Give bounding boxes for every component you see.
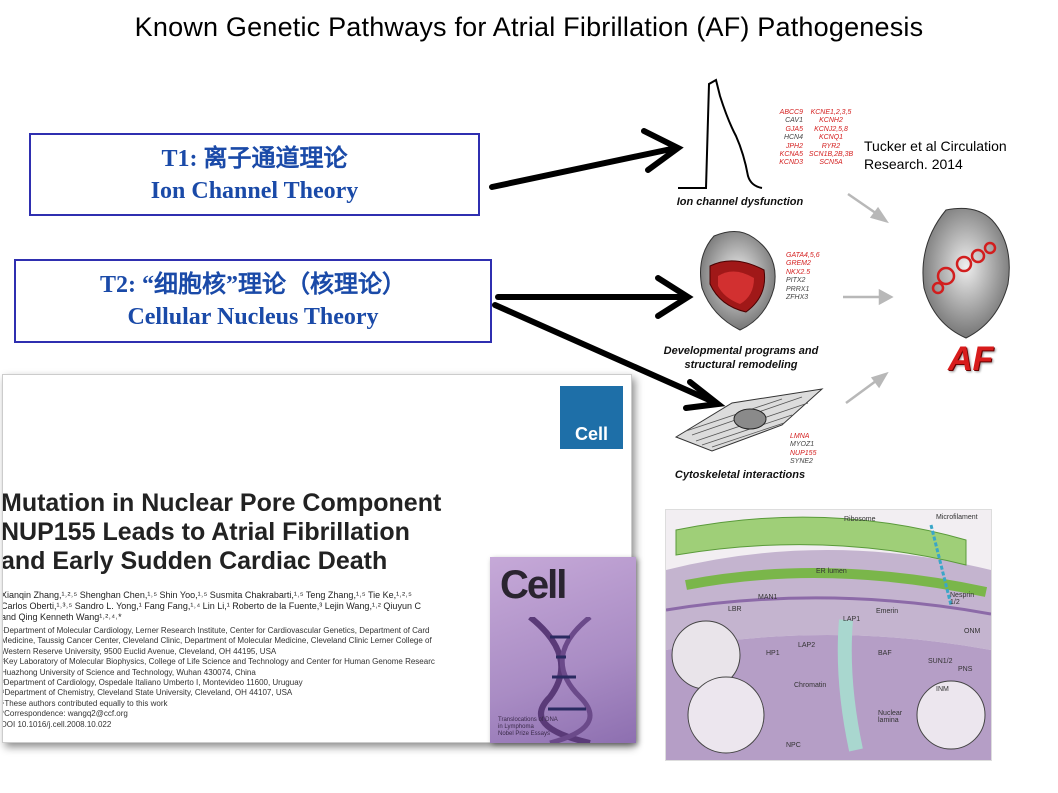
- arrow-t1: [489, 145, 679, 190]
- developmental-genes: GATA4,5,6 GREM2 NKX2.5 PITX2 PRRX1 ZFHX3: [786, 252, 830, 302]
- t1-english-label: Ion Channel Theory: [150, 178, 359, 204]
- diagram-label-12: BAF: [878, 650, 892, 657]
- t2-english-label: Cellular Nucleus Theory: [127, 304, 379, 330]
- dna-helix-illustration: [528, 617, 593, 743]
- text-line: Tucker et al Circulation: [864, 138, 1007, 154]
- text-line: ¹Department of Molecular Cardiology, Ler…: [2, 626, 430, 635]
- text-line: ³Department of Cardiology, Ospedale Ital…: [2, 678, 303, 688]
- text-line: and Early Sudden Cardiac Death: [2, 547, 388, 575]
- cytoskeletal-label: Cytoskeletal interactions: [674, 469, 806, 481]
- text-line: Western Reserve University, 9500 Euclid …: [2, 646, 277, 656]
- ion-channel-genes-col1: ABCC9 CAV1 GJA5 HCN4 JPH2 KCNA5 KCND3: [769, 109, 803, 168]
- text-line: Medicine, Taussig Cancer Center, Clevela…: [2, 636, 432, 646]
- text-line: GJA5: [785, 125, 803, 133]
- text-line: SCN1B,2B,3B: [808, 151, 854, 159]
- citation: Tucker et al Circulation Research. 2014: [864, 137, 1007, 173]
- text-line: Xianqin Zhang,¹˒²˒⁵ Shenghan Chen,¹˒⁵ Sh…: [2, 590, 412, 600]
- ion-channel-dysfunction-label: Ion channel dysfunction: [676, 196, 804, 208]
- text-line: SYNE2: [790, 458, 813, 466]
- text-line: ⁴Department of Chemistry, Cleveland Stat…: [2, 688, 293, 698]
- diagram-label-11: LAP1: [843, 616, 861, 623]
- text-line: HCN4: [783, 134, 803, 142]
- text-line: in Lymphoma: [498, 724, 534, 730]
- diagram-label-17: Nuclear lamina: [878, 710, 903, 724]
- text-line: KCNA5: [779, 151, 803, 159]
- diagram-label-4: Nesprin 1/2: [950, 592, 975, 606]
- cover-logo: Cell: [500, 563, 567, 607]
- diagram-label-10: LAP2: [798, 642, 816, 649]
- diagram-label-9: HP1: [766, 650, 780, 657]
- cover-caption: Translocations of DNA in Lymphoma Nobel …: [498, 717, 558, 738]
- text-line: ⁵These authors contributed equally to th…: [2, 698, 168, 708]
- t2-chinese-label: T2: “细胞核”理论（核理论）: [100, 272, 406, 298]
- diagram-label-7: Emerin: [876, 608, 899, 615]
- paper-affiliations: ¹Department of Molecular Cardiology, Ler…: [2, 626, 631, 730]
- t1-chinese-label: T1: 离子通道理论: [161, 146, 348, 172]
- text-line: Huazhong University of Science and Techn…: [2, 667, 256, 677]
- cell-journal-badge: Cell: [560, 386, 623, 449]
- diagram-label-13: SUN1/2: [928, 658, 953, 665]
- paper-title: Mutation in Nuclear Pore Component NUP15…: [2, 489, 601, 576]
- diagram-label-1: Ribosome: [844, 516, 876, 523]
- diagram-label-15: INM: [936, 686, 949, 693]
- cytoskeletal-genes: LMNA MYOZ1 NUP155 SYNE2: [790, 433, 830, 467]
- text-line: LMNA: [790, 433, 810, 440]
- text-line: Carlos Oberti,¹˒³˒⁵ Sandro L. Yong,¹ Fan…: [2, 601, 421, 611]
- text-line: SCN5A: [819, 159, 843, 167]
- ion-channel-genes-col2: KCNE1,2,3,5 KCNH2 KCNJ2,5,8 KCNQ1 RYR2 S…: [806, 109, 856, 168]
- diagram-label-5: LBR: [728, 606, 742, 613]
- diagram-label-3: ER lumen: [816, 568, 847, 575]
- diagram-label-14: PNS: [958, 666, 973, 673]
- text-line: DOI 10.1016/j.cell.2008.10.022: [2, 719, 112, 729]
- text-line: Developmental programs and: [663, 345, 819, 357]
- text-line: Translocations of DNA: [498, 717, 558, 723]
- diagram-label-6: MAN1: [758, 594, 778, 601]
- text-line: ABCC9: [779, 109, 803, 116]
- developmental-label: Developmental programs and structural re…: [646, 344, 836, 372]
- text-line: JPH2: [785, 142, 803, 150]
- text-line: PITX2: [786, 277, 806, 285]
- text-line: KCND3: [779, 159, 803, 167]
- text-line: KCNH2: [819, 117, 843, 125]
- arrow-t2-cytoskeletal: [492, 302, 719, 406]
- nuclear-envelope-diagram: Ribosome Microfilament ER lumen Nesprin …: [665, 509, 992, 761]
- text-line: Nobel Prize Essays: [498, 731, 551, 737]
- text-line: Research. 2014: [864, 156, 963, 172]
- paper-authors: Xianqin Zhang,¹˒²˒⁵ Shenghan Chen,¹˒⁵ Sh…: [2, 590, 631, 623]
- action-potential-trace: [678, 78, 763, 189]
- af-heart-icon: [922, 207, 1010, 339]
- slide-title: Known Genetic Pathways for Atrial Fibril…: [134, 12, 924, 42]
- text-line: CAV1: [785, 117, 803, 125]
- text-line: RYR2: [821, 142, 841, 150]
- text-line: and Qing Kenneth Wang¹˒²˒⁴˒*: [2, 612, 122, 622]
- nucleus-theory-box: T2: “细胞核”理论（核理论） Cellular Nucleus Theory: [14, 259, 492, 343]
- text-line: NUP155 Leads to Atrial Fibrillation: [2, 518, 410, 546]
- nuclear-envelope-drawing: [666, 510, 991, 760]
- text-line: KCNJ2,5,8: [814, 125, 848, 133]
- text-line: NUP155: [790, 449, 817, 457]
- text-line: structural remodeling: [684, 359, 798, 371]
- heart-section-icon: [700, 231, 776, 331]
- af-label: AF: [948, 340, 994, 378]
- diagram-label-18: NPC: [786, 742, 801, 749]
- text-line: Mutation in Nuclear Pore Component: [2, 489, 442, 517]
- text-line: KCNQ1: [818, 134, 844, 142]
- text-line: GREM2: [786, 260, 811, 268]
- text-line: *Correspondence: wangq2@ccf.org: [2, 709, 128, 719]
- diagram-label-16: Chromatin: [794, 682, 827, 689]
- text-line: ²Key Laboratory of Molecular Biophysics,…: [2, 657, 435, 667]
- diagram-label-2: Microfilament: [936, 514, 978, 521]
- cell-journal-cover: Cell Translocations of DNA in Lymphoma N…: [490, 557, 636, 743]
- text-line: ZFHX3: [786, 294, 809, 302]
- text-line: NKX2.5: [786, 268, 811, 276]
- diagram-label-8: ONM: [964, 628, 981, 635]
- text-line: PRRX1: [786, 285, 810, 293]
- text-line: KCNE1,2,3,5: [810, 109, 852, 116]
- cardiomyocyte-icon: [674, 388, 824, 452]
- ion-channel-theory-box: T1: 离子通道理论 Ion Channel Theory: [29, 133, 480, 216]
- text-line: MYOZ1: [790, 441, 815, 449]
- text-line: GATA4,5,6: [786, 252, 820, 259]
